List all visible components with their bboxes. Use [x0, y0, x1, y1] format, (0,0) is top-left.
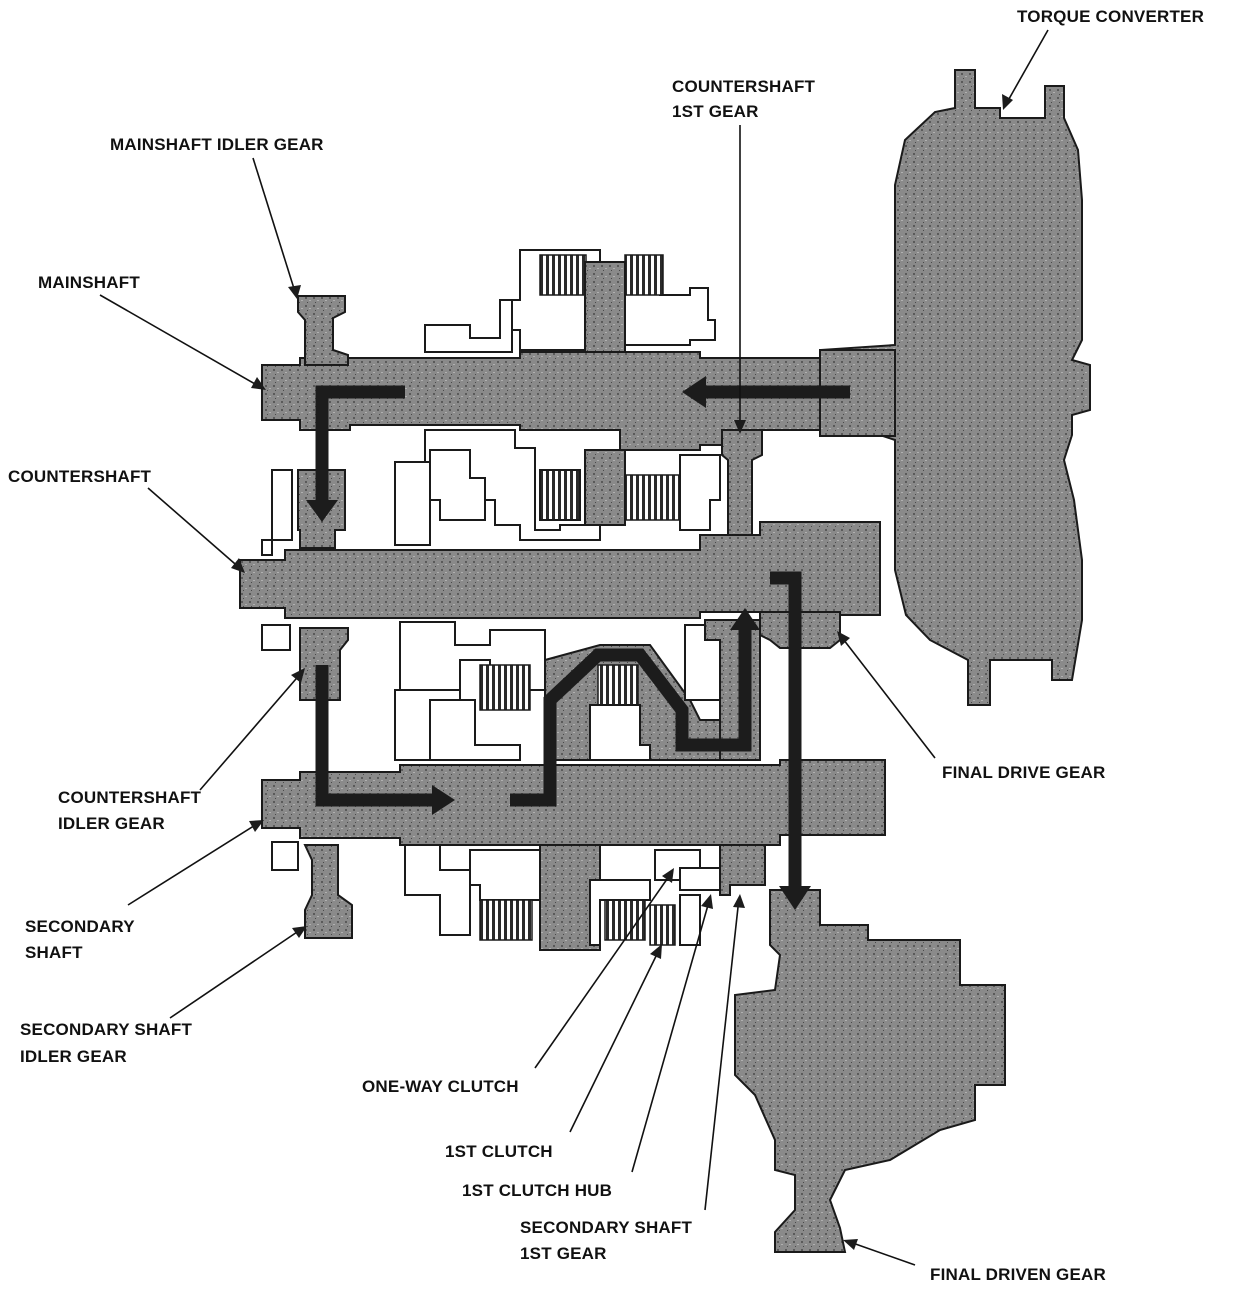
- leader-countershaft: [147, 487, 243, 571]
- arrowhead-icon: [1002, 94, 1013, 110]
- arrowhead-icon: [650, 944, 662, 959]
- arrowhead-icon: [734, 420, 746, 434]
- arrowhead-icon: [288, 285, 301, 299]
- label-final-driven-gear: FINAL DRIVEN GEAR: [930, 1265, 1106, 1284]
- leader-secondary-shaft-idler-gear: [169, 927, 304, 1019]
- label-one-way-clutch: ONE-WAY CLUTCH: [362, 1077, 519, 1096]
- leader-1st-clutch: [569, 947, 661, 1133]
- label-secondary-shaft-idler-gear-line1: SECONDARY SHAFT: [20, 1020, 192, 1039]
- label-countershaft-idler-gear-line2: IDLER GEAR: [58, 814, 165, 833]
- arrowhead-icon: [292, 926, 307, 938]
- leader-lines: [99, 29, 1049, 1266]
- leader-countershaft-idler-gear: [199, 671, 303, 791]
- leader-mainshaft: [99, 294, 263, 389]
- mainshaft-assembly: [261, 249, 896, 546]
- leader-secondary-shaft-1st-gear: [704, 897, 740, 1211]
- arrowhead-icon: [662, 868, 674, 883]
- final-driven-gear-differential: [734, 889, 1006, 1253]
- leader-final-driven-gear: [846, 1240, 916, 1266]
- leader-final-drive-gear: [839, 634, 936, 759]
- leader-1st-clutch-hub: [631, 897, 711, 1173]
- label-1st-clutch-hub: 1ST CLUTCH HUB: [462, 1181, 612, 1200]
- label-countershaft-1st-gear-line2: 1ST GEAR: [672, 102, 759, 121]
- leader-one-way-clutch: [534, 871, 673, 1069]
- label-countershaft-1st-gear-line1: COUNTERSHAFT: [672, 77, 816, 96]
- leader-secondary-shaft: [127, 821, 261, 906]
- label-secondary-shaft-1st-gear-line1: SECONDARY SHAFT: [520, 1218, 692, 1237]
- label-secondary-shaft-line1: SECONDARY: [25, 917, 135, 936]
- arrowhead-icon: [249, 820, 264, 832]
- arrowhead-icon: [837, 631, 850, 646]
- label-countershaft-idler-gear-line1: COUNTERSHAFT: [58, 788, 202, 807]
- arrowhead-icon: [701, 894, 713, 909]
- arrowhead-icon: [251, 377, 266, 390]
- power-flow-path: [306, 376, 850, 910]
- label-final-drive-gear: FINAL DRIVE GEAR: [942, 763, 1105, 782]
- label-mainshaft-idler-gear: MAINSHAFT IDLER GEAR: [110, 135, 324, 154]
- leader-torque-converter: [1004, 29, 1049, 107]
- leader-mainshaft-idler-gear: [252, 157, 297, 296]
- arrowhead-icon: [231, 558, 245, 573]
- label-secondary-shaft-line2: SHAFT: [25, 943, 83, 962]
- arrowhead-icon: [843, 1239, 858, 1250]
- label-countershaft: COUNTERSHAFT: [8, 467, 152, 486]
- arrowhead-icon: [291, 668, 305, 683]
- labels: TORQUE CONVERTER COUNTERSHAFT 1ST GEAR M…: [8, 7, 1204, 1284]
- label-secondary-shaft-1st-gear-line2: 1ST GEAR: [520, 1244, 607, 1263]
- label-secondary-shaft-idler-gear-line2: IDLER GEAR: [20, 1047, 127, 1066]
- label-torque-converter: TORQUE CONVERTER: [1017, 7, 1204, 26]
- label-mainshaft: MAINSHAFT: [38, 273, 140, 292]
- arrowhead-icon: [733, 894, 745, 908]
- label-1st-clutch: 1ST CLUTCH: [445, 1142, 553, 1161]
